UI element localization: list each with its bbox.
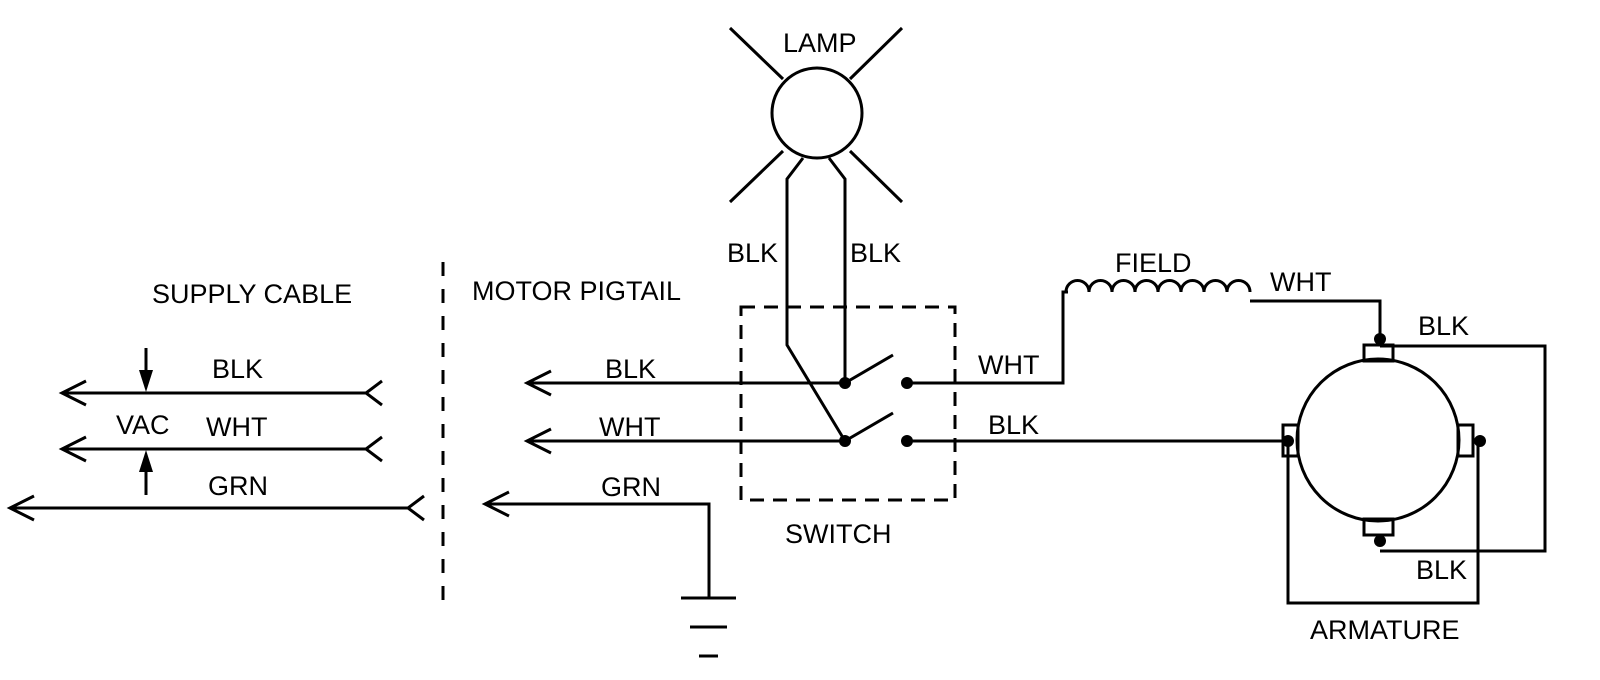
switch-enclosure bbox=[739, 305, 957, 502]
pigtail-wire-grn: GRN bbox=[481, 472, 711, 598]
armature-top-lead-label: BLK bbox=[1418, 311, 1469, 341]
supply-cable-title: SUPPLY CABLE bbox=[152, 279, 352, 309]
switch-contact-bottom bbox=[844, 411, 894, 443]
arrow-down-icon bbox=[139, 370, 153, 392]
connector-female-icon bbox=[405, 494, 425, 522]
supply-wire-wht: WHT bbox=[58, 412, 383, 463]
arrow-left-icon bbox=[481, 490, 510, 518]
wire-armature-loop-inner bbox=[1286, 441, 1480, 605]
wire-field-to-armature bbox=[1250, 299, 1382, 339]
arrow-left-icon bbox=[523, 427, 552, 455]
switch: SWITCH bbox=[739, 305, 957, 549]
supply-wire-grn: GRN bbox=[6, 471, 425, 522]
pigtail-blk-label: BLK bbox=[605, 354, 656, 384]
lamp-rays-icon bbox=[728, 26, 904, 204]
switch-contact-top bbox=[844, 353, 894, 385]
field-out-label: WHT bbox=[1270, 267, 1331, 297]
ground-icon bbox=[681, 596, 736, 658]
connector-female-icon bbox=[363, 435, 383, 463]
pigtail-wire-wht: WHT bbox=[523, 412, 845, 455]
motor-pigtail-title: MOTOR PIGTAIL bbox=[472, 276, 681, 306]
supply-grn-label: GRN bbox=[208, 471, 268, 501]
arrow-left-icon bbox=[58, 435, 87, 463]
arrow-left-icon bbox=[523, 369, 552, 397]
supply-wht-label: WHT bbox=[206, 412, 267, 442]
switch-out-top-label: WHT bbox=[978, 350, 1039, 380]
pigtail-wht-label: WHT bbox=[599, 412, 660, 442]
arrow-left-icon bbox=[6, 494, 35, 522]
field-coil: FIELD WHT bbox=[1064, 248, 1382, 339]
inductor-coil-icon bbox=[1064, 279, 1252, 293]
supply-blk-label: BLK bbox=[212, 354, 263, 384]
armature-label: ARMATURE bbox=[1310, 615, 1460, 645]
arrow-up-icon bbox=[139, 450, 153, 472]
lamp-lead-left-label: BLK bbox=[727, 238, 778, 268]
switch-out-bottom-label: BLK bbox=[988, 410, 1039, 440]
armature: BLK BLK ARMATURE bbox=[1281, 311, 1547, 645]
armature-rotor-icon bbox=[1295, 357, 1461, 523]
arrow-left-icon bbox=[58, 379, 87, 407]
vac-indicator: VAC bbox=[116, 348, 170, 495]
lamp-bulb-icon bbox=[770, 66, 864, 160]
pigtail-grn-label: GRN bbox=[601, 472, 661, 502]
field-label: FIELD bbox=[1115, 248, 1192, 278]
connector-female-icon bbox=[363, 379, 383, 407]
lamp-lead-right-label: BLK bbox=[850, 238, 901, 268]
pigtail-wire-blk: BLK bbox=[523, 354, 845, 397]
lamp-label: LAMP bbox=[783, 28, 857, 58]
brush-bottom bbox=[1362, 517, 1395, 537]
brush-top bbox=[1362, 343, 1395, 363]
vac-label: VAC bbox=[116, 410, 170, 440]
brush-right bbox=[1456, 423, 1475, 458]
lamp: LAMP BLK BLK bbox=[727, 26, 904, 442]
lamp-lead-left bbox=[785, 157, 847, 442]
switch-label: SWITCH bbox=[785, 519, 891, 549]
lamp-lead-right bbox=[827, 157, 847, 383]
wire-armature-loop-outer bbox=[1380, 344, 1547, 553]
armature-bottom-lead-label: BLK bbox=[1416, 555, 1467, 585]
supply-wire-blk: BLK bbox=[58, 354, 383, 407]
